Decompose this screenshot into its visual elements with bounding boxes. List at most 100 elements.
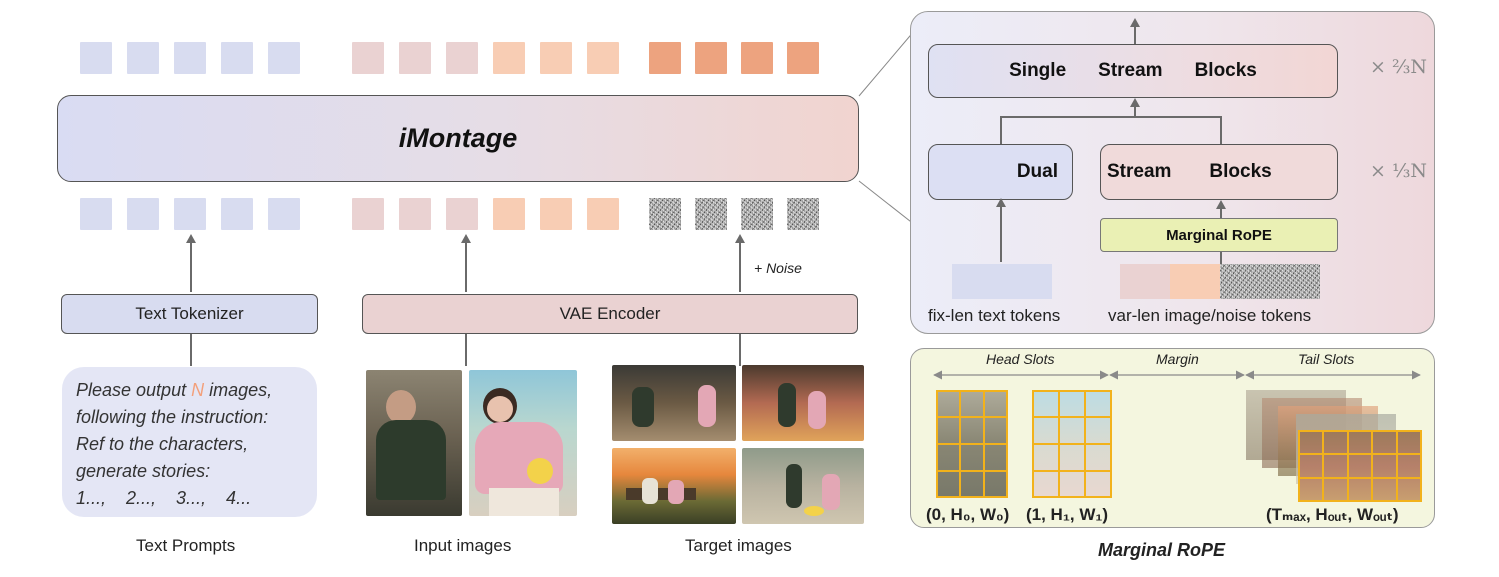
fix-len-text-tokens-bar — [952, 264, 1052, 299]
image-token — [540, 198, 572, 230]
head-slots-label: Head Slots — [986, 351, 1055, 367]
marginal-rope-box: Marginal RoPE — [1100, 218, 1338, 252]
text-arrow-head — [996, 198, 1006, 207]
marginal-rope-label: Marginal RoPE — [1166, 226, 1272, 244]
marginal-rope-caption: Marginal RoPE — [1098, 540, 1226, 560]
arrow-line — [190, 240, 192, 292]
stream-word: Stream — [1098, 60, 1163, 81]
noise-tokens-bar — [1220, 264, 1320, 299]
single-multiplier: × ⅔N — [1370, 56, 1427, 78]
merge-line — [1000, 116, 1221, 118]
dual-multiplier: × ⅓N — [1370, 160, 1427, 182]
noise-token — [695, 198, 727, 230]
dual-word: Dual — [1016, 161, 1058, 182]
connector-line — [190, 334, 192, 366]
text-tokenizer-box: Text Tokenizer — [61, 294, 318, 334]
single-stream-blocks: Single Stream Blocks — [928, 44, 1338, 98]
image-token — [446, 198, 478, 230]
target-image-sunset — [612, 448, 736, 524]
head-slot-grid-1 — [1032, 390, 1112, 498]
image-tokens-bar — [1120, 264, 1170, 299]
prompt-variable-n: N — [191, 380, 205, 400]
target-token — [741, 42, 773, 74]
output-arrow-head — [1130, 18, 1140, 27]
rope-input-line — [1220, 252, 1222, 264]
noise-token — [741, 198, 773, 230]
target-token — [649, 42, 681, 74]
image-token — [352, 198, 384, 230]
coord-head-0: (0, H₀, W₀) — [926, 505, 1010, 524]
image-token — [399, 42, 431, 74]
target-token — [787, 42, 819, 74]
connector-line — [465, 334, 467, 366]
merge-line — [1134, 104, 1136, 116]
arrow-head — [735, 234, 745, 243]
text-token — [268, 198, 300, 230]
model-title: iMontage — [398, 123, 518, 153]
arrow-head — [186, 234, 196, 243]
arrow-head — [461, 234, 471, 243]
connector-line — [739, 334, 741, 366]
image-token — [540, 42, 572, 74]
text-token — [127, 42, 159, 74]
text-token — [268, 42, 300, 74]
tail-slots-label: Tail Slots — [1298, 351, 1355, 367]
text-arrow-line — [1000, 204, 1002, 262]
coord-tail: (Tₘₐₓ, Hₒᵤₜ, Wₒᵤₜ) — [1266, 505, 1399, 524]
text-token — [80, 42, 112, 74]
noise-token — [787, 198, 819, 230]
prompt-line: following the instruction: — [76, 407, 269, 427]
image-token — [399, 198, 431, 230]
image-token — [587, 198, 619, 230]
tail-slot-grid — [1298, 430, 1422, 502]
text-token — [221, 198, 253, 230]
input-image-man — [366, 370, 462, 516]
blocks-word: Blocks — [1194, 60, 1257, 81]
prompt-line: Please output N images, — [76, 380, 273, 400]
merge-arrow-head — [1130, 98, 1140, 107]
caption-text-prompts: Text Prompts — [136, 536, 236, 555]
dual-stream-image-block: Stream Blocks — [1100, 144, 1338, 200]
text-token — [80, 198, 112, 230]
image-token — [493, 198, 525, 230]
noise-label: + Noise — [754, 260, 802, 276]
target-image-cafe — [612, 365, 736, 441]
tail-slot-image — [1298, 430, 1422, 502]
text-token — [221, 42, 253, 74]
rope-arrow-line — [1220, 206, 1222, 218]
single-word: Single — [1009, 60, 1067, 81]
text-tokenizer-label: Text Tokenizer — [135, 304, 244, 323]
image-token — [446, 42, 478, 74]
output-arrow-line — [1134, 24, 1136, 44]
text-prompt-box: Please output N images, following the in… — [62, 367, 317, 517]
input-image-woman — [469, 370, 577, 516]
caption-input-images: Input images — [414, 536, 512, 555]
imontage-model-box: iMontage — [57, 95, 859, 182]
merge-line — [1220, 116, 1222, 144]
fix-len-text-tokens-label: fix-len text tokens — [928, 306, 1061, 325]
blocks-word: Blocks — [1209, 161, 1272, 182]
arrow-line — [739, 240, 741, 292]
merge-line — [1000, 116, 1002, 144]
vae-encoder-box: VAE Encoder — [362, 294, 858, 334]
target-image-flowershop — [742, 365, 864, 441]
noise-token — [649, 198, 681, 230]
target-image-street — [742, 448, 864, 524]
text-token — [174, 198, 206, 230]
target-token — [695, 42, 727, 74]
var-len-tokens-label: var-len image/noise tokens — [1108, 306, 1312, 325]
margin-label: Margin — [1156, 351, 1199, 367]
coord-head-1: (1, H₁, W₁) — [1026, 505, 1109, 524]
text-token — [174, 42, 206, 74]
rope-arrow-head — [1216, 200, 1226, 209]
image-token — [493, 42, 525, 74]
text-token — [127, 198, 159, 230]
prompt-line: generate stories: — [76, 461, 211, 481]
prompt-line: 1..., 2..., 3..., 4... — [76, 488, 252, 508]
arrow-line — [465, 240, 467, 292]
head-slot-grid-0 — [936, 390, 1008, 498]
image-token — [352, 42, 384, 74]
stream-word: Stream — [1107, 161, 1172, 182]
